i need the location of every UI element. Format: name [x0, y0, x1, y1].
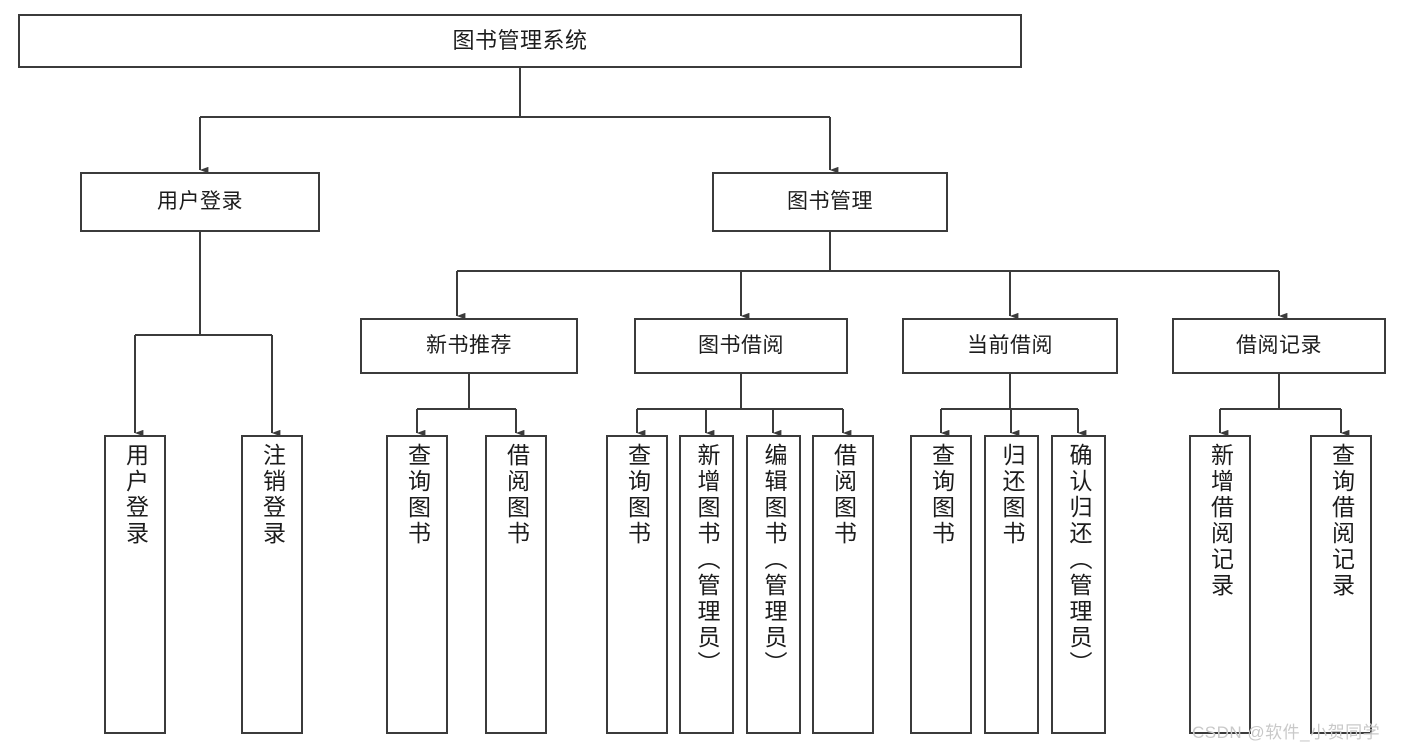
node-label-leaf-borrow-book-2: 借阅图书	[830, 443, 857, 547]
node-label-book-borrow: 图书借阅	[698, 334, 784, 358]
node-leaf-user-login: 用户登录	[104, 435, 166, 734]
node-leaf-add-book: 新增图书（管理员）	[679, 435, 734, 734]
node-user-login: 用户登录	[80, 172, 320, 232]
node-book-manage: 图书管理	[712, 172, 948, 232]
node-label-leaf-query-book-3: 查询图书	[928, 443, 955, 547]
node-borrow-record: 借阅记录	[1172, 318, 1386, 374]
edges-group	[133, 68, 1350, 437]
node-label-borrow-record: 借阅记录	[1236, 334, 1322, 358]
node-label-leaf-add-book: 新增图书（管理员）	[694, 443, 720, 677]
node-label-current-borrow: 当前借阅	[967, 334, 1053, 358]
node-leaf-user-logout: 注销登录	[241, 435, 303, 734]
node-book-borrow: 图书借阅	[634, 318, 848, 374]
node-leaf-borrow-book-1: 借阅图书	[485, 435, 547, 734]
node-leaf-query-book-3: 查询图书	[910, 435, 972, 734]
node-new-book-recommend: 新书推荐	[360, 318, 578, 374]
node-root: 图书管理系统	[18, 14, 1022, 68]
node-leaf-return-book: 归还图书	[984, 435, 1039, 734]
node-label-leaf-query-book-2: 查询图书	[624, 443, 651, 547]
node-label-user-login: 用户登录	[157, 190, 243, 214]
node-leaf-query-book-1: 查询图书	[386, 435, 448, 734]
node-label-leaf-user-login: 用户登录	[122, 443, 149, 547]
node-label-root: 图书管理系统	[452, 27, 588, 53]
node-label-leaf-add-record: 新增借阅记录	[1207, 443, 1234, 599]
node-leaf-borrow-book-2: 借阅图书	[812, 435, 874, 734]
node-leaf-edit-book: 编辑图书（管理员）	[746, 435, 801, 734]
node-label-leaf-confirm-return: 确认归还（管理员）	[1066, 443, 1092, 677]
node-label-new-book-recommend: 新书推荐	[426, 334, 512, 358]
node-label-leaf-borrow-book-1: 借阅图书	[503, 443, 530, 547]
node-label-book-manage: 图书管理	[787, 190, 873, 214]
node-label-leaf-return-book: 归还图书	[999, 443, 1025, 547]
node-leaf-query-record: 查询借阅记录	[1310, 435, 1372, 734]
node-label-leaf-edit-book: 编辑图书（管理员）	[761, 443, 787, 677]
node-current-borrow: 当前借阅	[902, 318, 1118, 374]
node-leaf-add-record: 新增借阅记录	[1189, 435, 1251, 734]
node-label-leaf-query-book-1: 查询图书	[404, 443, 431, 547]
node-leaf-confirm-return: 确认归还（管理员）	[1051, 435, 1106, 734]
node-label-leaf-query-record: 查询借阅记录	[1328, 443, 1355, 599]
node-label-leaf-user-logout: 注销登录	[259, 443, 286, 547]
node-leaf-query-book-2: 查询图书	[606, 435, 668, 734]
